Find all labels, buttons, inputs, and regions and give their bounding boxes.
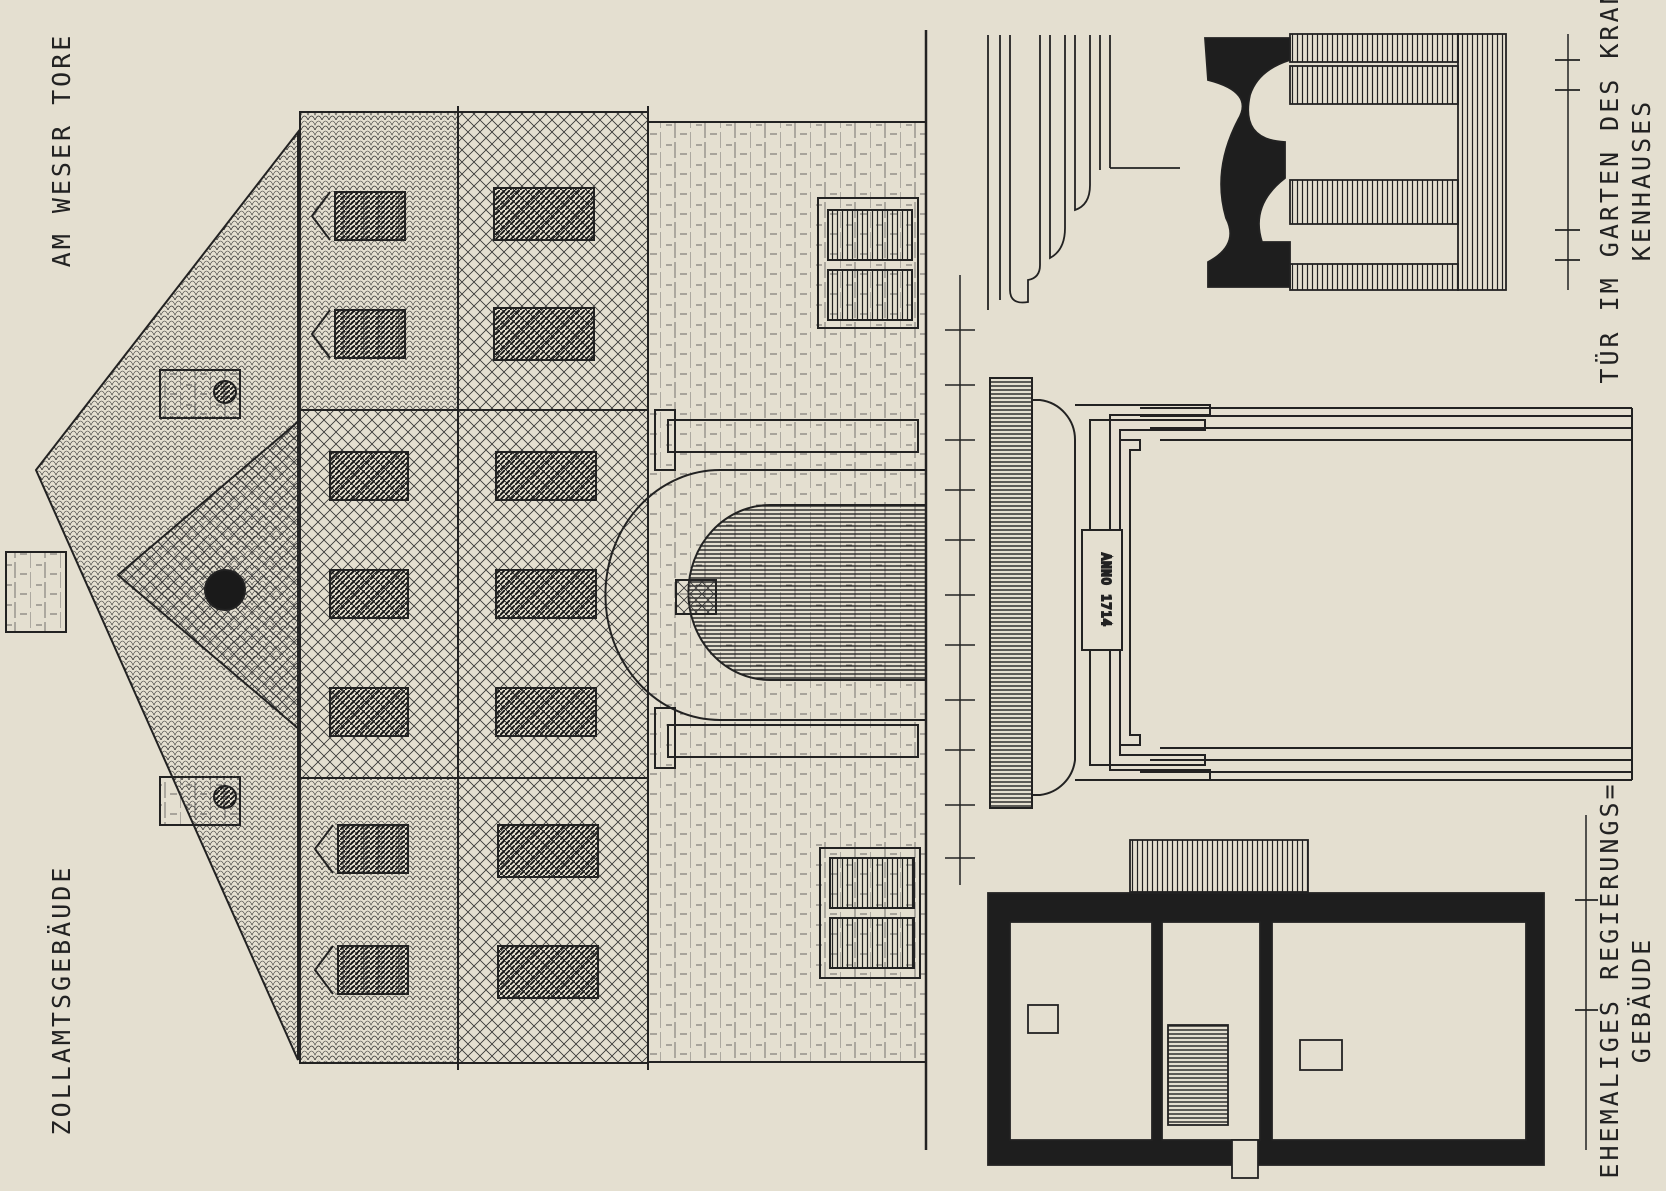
gable-oculus	[204, 569, 246, 611]
door-plinth	[989, 377, 1033, 809]
chimney	[5, 551, 67, 633]
scale-rule	[945, 275, 975, 885]
plan-stair	[1167, 1024, 1229, 1126]
upper-windows	[310, 191, 409, 995]
building-name: ZOLLAMTSGEBÄUDE	[47, 865, 76, 1136]
moulding-profile	[987, 35, 1180, 310]
facade-caption: AM WESER TORE	[47, 33, 76, 268]
plan-room	[1271, 921, 1527, 1141]
middle-storey-right	[457, 777, 649, 1064]
plan-entry	[1231, 1139, 1259, 1179]
plan-caption-line1: EHEMALIGES REGIERUNGS=	[1595, 781, 1624, 1178]
cartouche	[1081, 529, 1123, 651]
cartouche-text: ANNO 1714	[1099, 553, 1113, 627]
plan-caption-line2: GEBÄUDE	[1627, 937, 1656, 1063]
plan-steps	[1129, 839, 1309, 893]
door-caption-line1: TÜR IM GARTEN DES KRAN	[1595, 0, 1624, 384]
upper-storey-right	[299, 777, 459, 1064]
door-elevation: ANNO 1714	[989, 377, 1633, 809]
portal	[604, 409, 927, 769]
ground-windows	[817, 197, 921, 979]
upper-storey-left	[299, 111, 459, 411]
door-caption-line2: KENHAUSES	[1627, 99, 1656, 261]
middle-storey-left	[457, 111, 649, 411]
floor-plan	[987, 815, 1598, 1179]
facade-elevation	[5, 30, 928, 1150]
middle-windows	[329, 187, 599, 999]
door-plan	[1204, 33, 1580, 291]
